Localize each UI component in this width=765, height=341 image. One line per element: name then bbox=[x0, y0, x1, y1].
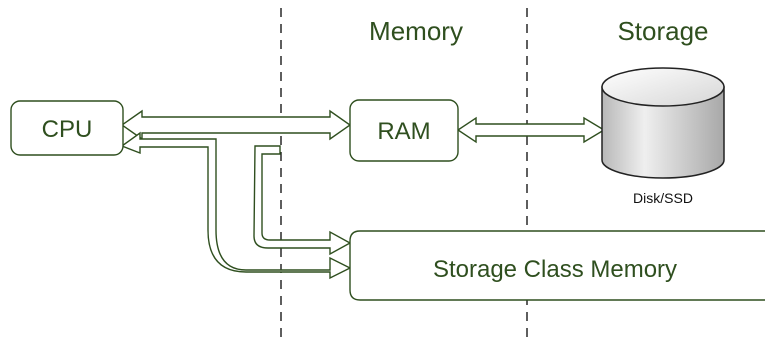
ram-disk-arrow bbox=[456, 116, 606, 144]
heading-memory: Memory bbox=[369, 16, 463, 46]
heading-storage: Storage bbox=[617, 16, 708, 46]
cpu-ram-arrow bbox=[120, 109, 352, 141]
scm-label: Storage Class Memory bbox=[433, 256, 677, 283]
disk-label: Disk/SSD bbox=[633, 190, 693, 206]
ram-label: RAM bbox=[377, 118, 430, 145]
scm-box bbox=[349, 230, 765, 301]
ram-box bbox=[349, 99, 459, 162]
disk-icon bbox=[601, 67, 725, 179]
cpu-box bbox=[10, 100, 124, 156]
cpu-scm-arrow bbox=[120, 131, 352, 280]
cpu-scm-branch-arrow bbox=[253, 145, 352, 256]
cpu-label: CPU bbox=[42, 116, 93, 143]
